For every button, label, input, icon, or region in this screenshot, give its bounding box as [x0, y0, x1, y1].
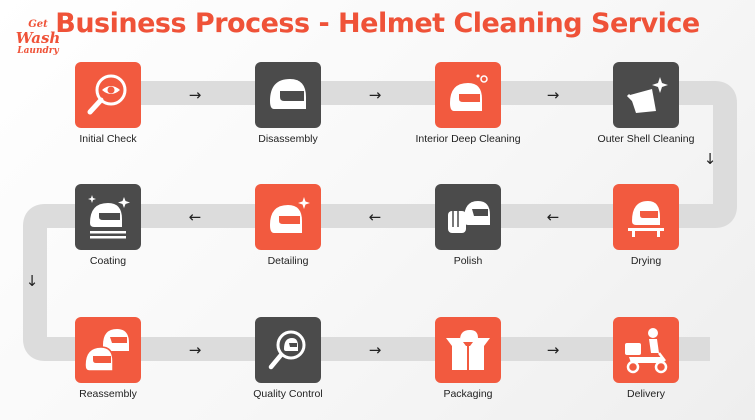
step-label: Packaging	[443, 388, 493, 400]
step-polish: Polish	[398, 184, 538, 267]
page-title: Business Process - Helmet Cleaning Servi…	[55, 8, 700, 39]
arrow-left-1: ←	[546, 208, 560, 226]
visor-sparkle-icon	[626, 77, 668, 113]
step-tile	[255, 317, 321, 383]
arrow-left-3: ←	[188, 208, 202, 226]
two-helmets-icon	[84, 329, 129, 372]
arrow-left-2: ←	[368, 208, 382, 226]
step-detailing: Detailing	[218, 184, 358, 267]
arrow-down-2: ↓	[25, 272, 39, 290]
step-delivery: Delivery	[576, 317, 716, 400]
step-label: Detailing	[267, 255, 309, 267]
step-quality-control: Quality Control	[218, 317, 358, 400]
step-tile	[75, 184, 141, 250]
step-interior-deep-cleaning: Interior Deep Cleaning	[398, 62, 538, 145]
step-label: Outer Shell Cleaning	[597, 133, 695, 145]
hand-polishing-helmet-icon	[448, 201, 490, 233]
arrow-right-5: →	[368, 341, 382, 359]
step-tile	[75, 62, 141, 128]
step-label: Reassembly	[79, 388, 137, 400]
helmet-shine-icon	[88, 195, 130, 239]
step-label: Initial Check	[79, 133, 137, 145]
step-tile	[613, 62, 679, 128]
logo-line-1: Get	[28, 19, 48, 30]
step-label: Quality Control	[253, 388, 323, 400]
step-label: Polish	[453, 255, 483, 267]
step-tile	[435, 317, 501, 383]
arrow-right-3: →	[546, 86, 560, 104]
brand-logo: Get Wash Laundry	[12, 20, 64, 64]
step-drying: Drying	[576, 184, 716, 267]
arrow-right-6: →	[546, 341, 560, 359]
step-label: Drying	[630, 255, 662, 267]
step-label: Interior Deep Cleaning	[415, 133, 521, 145]
open-box-icon	[446, 330, 490, 370]
magnifier-eye-icon	[87, 74, 127, 115]
helmet-sparkle-icon	[450, 74, 488, 111]
arrow-right-2: →	[368, 86, 382, 104]
helmet-icon	[270, 79, 306, 109]
logo-line-3: Laundry	[17, 46, 59, 56]
step-tile	[435, 62, 501, 128]
arrow-down-1: ↓	[703, 150, 717, 168]
step-initial-check: Initial Check	[38, 62, 178, 145]
logo-line-2: Wash	[15, 29, 61, 47]
step-disassembly: Disassembly	[218, 62, 358, 145]
step-label: Coating	[89, 255, 127, 267]
step-reassembly: Reassembly	[38, 317, 178, 400]
helmet-sparkle-icon	[270, 197, 310, 233]
step-packaging: Packaging	[398, 317, 538, 400]
step-tile	[613, 184, 679, 250]
step-tile	[255, 62, 321, 128]
step-tile	[75, 317, 141, 383]
delivery-scooter-icon	[625, 328, 668, 374]
step-tile	[255, 184, 321, 250]
magnifier-helmet-icon	[268, 330, 306, 370]
step-label: Delivery	[627, 388, 665, 400]
helmet-on-stand-icon	[628, 201, 664, 237]
arrow-right-4: →	[188, 341, 202, 359]
step-label: Disassembly	[258, 133, 318, 145]
step-tile	[435, 184, 501, 250]
step-coating: Coating	[38, 184, 178, 267]
step-tile	[613, 317, 679, 383]
arrow-right-1: →	[188, 86, 202, 104]
step-outer-shell-cleaning: Outer Shell Cleaning	[576, 62, 716, 145]
